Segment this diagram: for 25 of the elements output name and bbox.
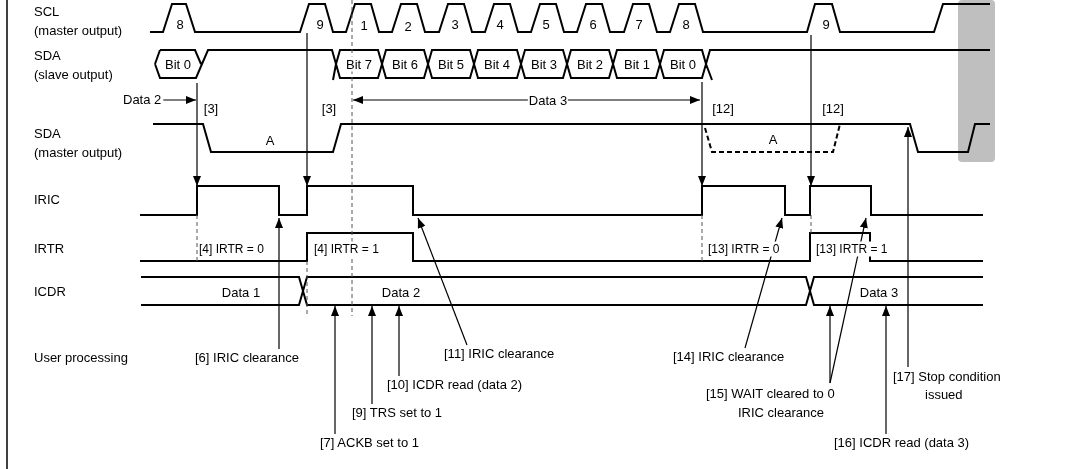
- step-annotation: [7] ACKB set to 1: [320, 435, 419, 451]
- step-annotation: [6] IRIC clearance: [195, 350, 300, 366]
- leader-arrow: [162, 96, 197, 104]
- leader-arrow: [395, 305, 403, 377]
- leader-arrow: [275, 217, 283, 350]
- leader-arrow: [904, 126, 912, 368]
- flag-label: [4] IRTR = 1: [313, 241, 380, 257]
- leader-arrow: [826, 305, 834, 384]
- step-annotation: [17] Stop condition issued: [893, 368, 1035, 404]
- step-annotation: [10] ICDR read (data 2): [387, 377, 523, 393]
- step-annotation: [11] IRIC clearance: [444, 346, 555, 362]
- step-annotation: [14] IRIC clearance: [673, 349, 785, 365]
- leader-arrow: [829, 217, 868, 384]
- leader-arrow: [417, 217, 468, 346]
- step-annotation: [9] TRS set to 1: [352, 405, 443, 421]
- step-annotation: [16] ICDR read (data 3): [834, 435, 970, 451]
- flag-label: [4] IRTR = 0: [198, 241, 265, 257]
- step-annotation: [15] WAIT cleared to 0 IRIC clearance: [706, 384, 848, 422]
- leader-arrow: [882, 305, 890, 435]
- leader-arrow: [331, 305, 339, 435]
- flag-label: [13] IRTR = 1: [815, 241, 889, 257]
- annotation-text: Data 2: [123, 92, 162, 108]
- leader-arrow: [368, 305, 376, 405]
- bit-label: Bit 7: [345, 56, 373, 72]
- flag-label: [13] IRTR = 0: [707, 241, 781, 257]
